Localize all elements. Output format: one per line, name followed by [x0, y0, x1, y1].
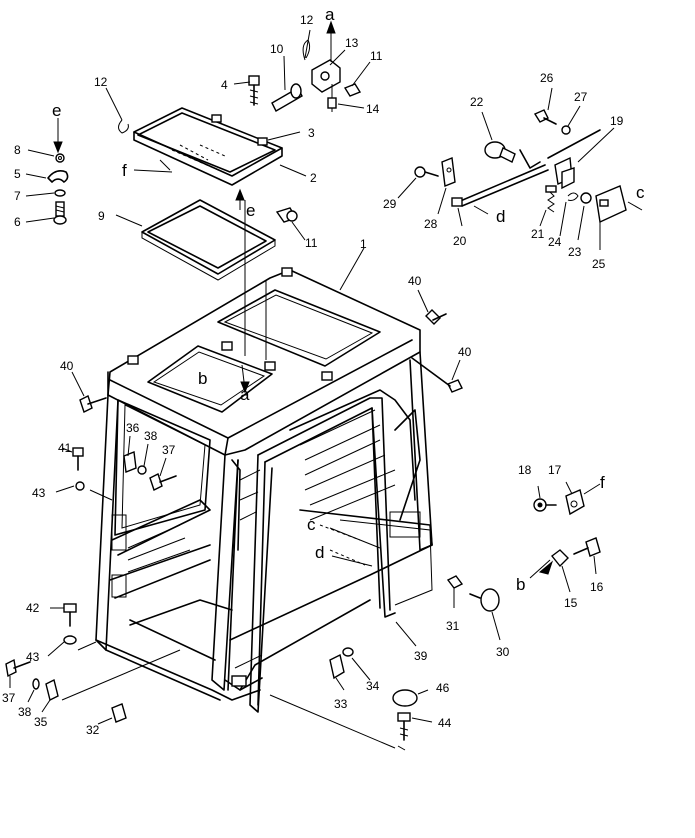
reference-letter: d: [315, 543, 324, 562]
reference-letter: f: [600, 473, 605, 492]
reference-letter: d: [496, 207, 505, 226]
reference-letter: f: [122, 161, 127, 180]
part-label: 46: [436, 681, 450, 695]
fasteners: [5, 309, 601, 749]
part-label: 3: [308, 126, 315, 140]
part-label: 40: [408, 274, 422, 288]
part-label: 38: [144, 429, 158, 443]
part-label: 40: [60, 359, 74, 373]
part-label: 6: [14, 215, 21, 229]
part-label: 12: [300, 13, 314, 27]
part-label: 22: [470, 95, 484, 109]
part-label: 1: [360, 237, 367, 251]
part-label: 27: [574, 90, 588, 104]
part-label: 15: [564, 596, 578, 610]
part-label: 13: [345, 36, 359, 50]
part-label: 21: [531, 227, 545, 241]
reference-letter: e: [52, 101, 61, 120]
part-label: 38: [18, 705, 32, 719]
part-label: 10: [270, 42, 284, 56]
reference-letter: c: [307, 515, 316, 534]
part-label: 20: [453, 234, 467, 248]
part-label: 7: [14, 189, 21, 203]
part-label: 11: [305, 236, 318, 250]
reference-letter: a: [240, 385, 250, 404]
part-label: 9: [98, 209, 105, 223]
roof-hatch-assembly: [118, 39, 362, 281]
part-label: 32: [86, 723, 100, 737]
reference-letter: e: [246, 201, 255, 220]
part-label: 31: [446, 619, 460, 633]
part-label: 24: [548, 235, 562, 249]
part-label: 17: [548, 463, 562, 477]
part-label: 33: [334, 697, 348, 711]
part-label: 34: [366, 679, 380, 693]
leader-lines: [9, 20, 643, 751]
cab-frame: [95, 267, 433, 713]
part-label: 43: [26, 650, 40, 664]
part-label: 19: [610, 114, 624, 128]
part-label: 8: [14, 143, 21, 157]
part-label: 41: [58, 441, 72, 455]
wiper-latch-parts: [414, 109, 627, 224]
part-label: 39: [414, 649, 428, 663]
part-label: 5: [14, 167, 21, 181]
part-label: 42: [26, 601, 40, 615]
part-label: 18: [518, 463, 532, 477]
part-label: 30: [496, 645, 510, 659]
part-label: 43: [32, 486, 46, 500]
latch-small-parts: [47, 153, 69, 225]
part-label: 23: [568, 245, 582, 259]
part-labels: 12 10 13 11 4 14 12 3 2 8 5 7 6 9 11 1 2…: [2, 13, 624, 737]
reference-letter: b: [516, 575, 525, 594]
part-label: 26: [540, 71, 554, 85]
part-label: 36: [126, 421, 140, 435]
part-label: 28: [424, 217, 438, 231]
part-label: 29: [383, 197, 397, 211]
part-label: 40: [458, 345, 472, 359]
part-label: 16: [590, 580, 604, 594]
part-label: 11: [370, 49, 383, 63]
part-label: 12: [94, 75, 108, 89]
part-label: 2: [310, 171, 317, 185]
part-label: 37: [162, 443, 176, 457]
reference-letters: a e f e b a c d c d f b: [52, 5, 645, 594]
part-label: 44: [438, 716, 452, 730]
part-label: 4: [221, 78, 228, 92]
part-label: 35: [34, 715, 48, 729]
reference-letter: c: [636, 183, 645, 202]
reference-letter: a: [325, 5, 335, 24]
part-label: 37: [2, 691, 16, 705]
part-label: 14: [366, 102, 380, 116]
part-label: 25: [592, 257, 606, 271]
reference-letter: b: [198, 369, 207, 388]
